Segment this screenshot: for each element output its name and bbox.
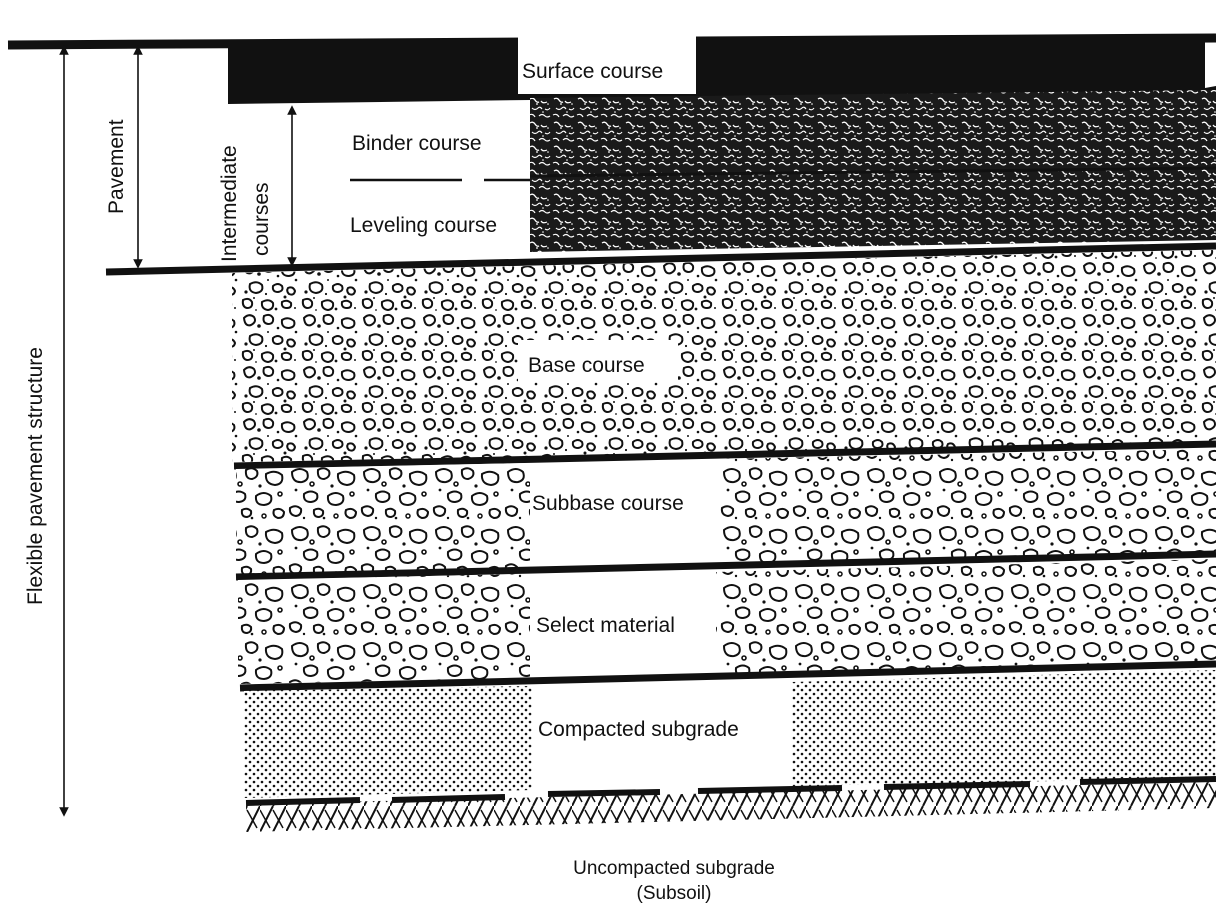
- flexible-pavement-structure-dimension: Flexible pavement structure: [24, 45, 69, 817]
- flexible-pavement-structure-label: Flexible pavement structure: [24, 347, 47, 605]
- binder-course-label: Binder course: [352, 132, 482, 155]
- subsoil-label: (Subsoil): [637, 883, 712, 904]
- base-bottom-line: [233, 440, 1216, 470]
- pavement-bottom-line: [105, 242, 1216, 276]
- surface-course-label: Surface course: [522, 60, 663, 83]
- pavement-label: Pavement: [105, 119, 128, 214]
- compacted-subgrade-layer: Compacted subgrade: [244, 670, 1216, 798]
- base-course-layer: Base course: [232, 250, 1216, 462]
- compacted-subgrade-label: Compacted subgrade: [538, 718, 739, 741]
- pavement-dimension: Pavement: [105, 45, 143, 269]
- subbase-course-layer: Subbase course: [236, 449, 1216, 575]
- intermediate-courses-layer: Binder course Leveling course: [350, 90, 1216, 252]
- select-bottom-line: [239, 660, 1216, 692]
- intermediate-label: Intermediate: [218, 145, 241, 262]
- intermediate-courses-dimension: Intermediate courses: [218, 105, 297, 267]
- surface-course-layer: Surface course: [7, 32, 1216, 104]
- uncompacted-subgrade-layer: [245, 776, 1216, 832]
- select-material-layer: Select material: [238, 559, 1216, 684]
- base-course-label: Base course: [528, 354, 645, 377]
- subbase-course-label: Subbase course: [532, 492, 684, 515]
- subbase-bottom-line: [235, 550, 1216, 581]
- select-material-label: Select material: [536, 614, 675, 637]
- uncompacted-subgrade-label: Uncompacted subgrade: [573, 858, 775, 879]
- leveling-course-label: Leveling course: [350, 214, 497, 237]
- courses-label: courses: [250, 182, 273, 256]
